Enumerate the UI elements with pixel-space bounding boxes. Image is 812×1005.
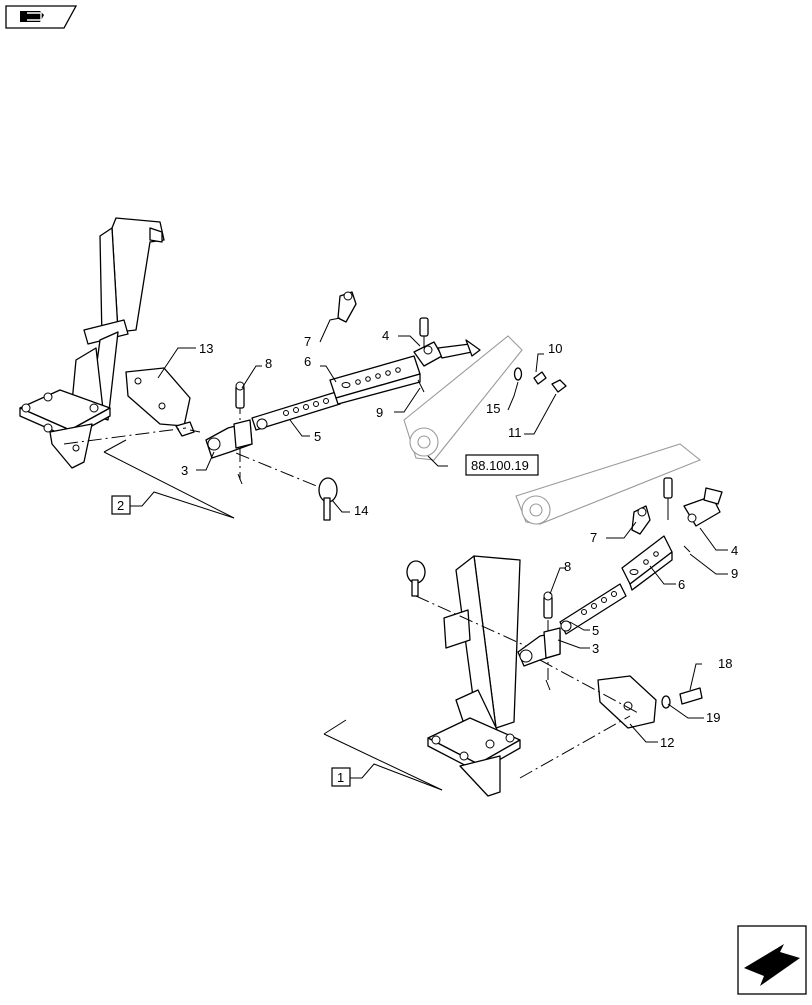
leader-9a <box>394 387 421 413</box>
leader-8b <box>549 567 566 595</box>
callout-9-lower: 9 <box>731 566 738 581</box>
leader-11 <box>524 393 557 435</box>
callout-1: 1 <box>337 770 344 785</box>
lower-part-3-yoke <box>517 627 561 667</box>
upper-part-7-lynch-pin <box>337 291 357 323</box>
leader-9b <box>689 553 728 575</box>
lower-part-4-clevis <box>663 477 723 527</box>
part-15-washer <box>513 367 523 381</box>
upper-pillar-bracket <box>19 217 165 469</box>
leader-12 <box>629 723 658 743</box>
lower-part-8-pin <box>543 591 553 619</box>
ref-line-1-stub <box>323 719 347 735</box>
upper-part-9-cotter <box>417 379 425 393</box>
callout-19: 19 <box>706 710 720 725</box>
lower-axis-line-bottom <box>519 715 631 779</box>
leader-88 <box>427 455 448 467</box>
ref-line-2-stub <box>103 439 127 453</box>
upper-part-3-yoke <box>205 419 253 459</box>
callout-3-upper: 3 <box>181 463 188 478</box>
upper-axis-line-left <box>63 427 187 445</box>
ref-line-1-bottom <box>323 733 443 791</box>
leader-3a <box>196 451 215 471</box>
lower-ring-pin <box>406 560 426 597</box>
leader-5b <box>569 621 590 631</box>
callout-5-lower: 5 <box>592 623 599 638</box>
upper-part-8-pin <box>235 381 245 409</box>
leader-4b <box>699 527 728 551</box>
callout-4-upper: 4 <box>382 328 389 343</box>
leader-5a <box>289 419 310 437</box>
leader-1 <box>350 763 443 791</box>
upper-part-5-tube <box>251 391 341 431</box>
lower-lift-arm-reference <box>515 443 702 525</box>
leader-3b <box>557 639 590 649</box>
callout-10: 10 <box>548 341 562 356</box>
upper-axis-line-right <box>213 443 337 495</box>
leader-8a <box>241 365 262 389</box>
leader-18 <box>689 663 702 691</box>
part-10-clip <box>533 371 547 385</box>
upper-cotter-pin <box>237 473 243 485</box>
leader-7a <box>319 317 341 343</box>
leader-19 <box>667 703 704 719</box>
lower-part-5-tube <box>559 583 627 635</box>
callout-14: 14 <box>354 503 368 518</box>
part-14-ring-pin <box>318 477 338 521</box>
callout-12: 12 <box>660 735 674 750</box>
callout-4-lower: 4 <box>731 543 738 558</box>
leader-4a <box>398 335 421 347</box>
callout-7-upper: 7 <box>304 334 311 349</box>
lower-axis-line-right <box>539 659 641 715</box>
ref-line-2-top <box>103 451 235 519</box>
lower-axis-line-left <box>415 595 527 647</box>
next-page-arrow-icon[interactable] <box>737 925 807 995</box>
leader-14 <box>331 499 350 513</box>
callout-6-lower: 6 <box>678 577 685 592</box>
leader-2 <box>130 491 235 519</box>
lower-cotter-pin <box>545 679 551 691</box>
part-19-washer <box>661 695 671 709</box>
reference-box[interactable] <box>465 454 539 476</box>
leader-7b <box>606 521 637 539</box>
leader-6a <box>320 365 337 383</box>
callout-2-box <box>111 495 131 515</box>
part-18-bolt <box>679 687 703 705</box>
part-11-nut <box>551 379 567 393</box>
part-12-mount-plate <box>597 675 657 729</box>
leader-6b <box>649 565 676 585</box>
lower-part-6-tube <box>621 535 673 591</box>
upper-lift-arm-reference <box>403 335 523 461</box>
leader-13 <box>157 347 196 379</box>
upper-part-4-clevis <box>413 317 481 367</box>
book-arrow-icon[interactable] <box>5 5 78 29</box>
part-13-mount-plate <box>125 367 201 437</box>
lower-pillar-bracket <box>427 555 521 797</box>
callout-7-lower: 7 <box>590 530 597 545</box>
callout-3-lower: 3 <box>592 641 599 656</box>
callout-5-upper: 5 <box>314 429 321 444</box>
callout-1-box <box>331 767 351 787</box>
lower-part-9-cotter <box>683 545 691 553</box>
lower-part-7-lynch-pin <box>631 505 651 535</box>
callout-11: 11 <box>508 425 522 440</box>
callout-13: 13 <box>199 341 213 356</box>
callout-18: 18 <box>718 656 732 671</box>
callout-8-lower: 8 <box>564 559 571 574</box>
callout-2: 2 <box>117 498 124 513</box>
callout-15: 15 <box>486 401 500 416</box>
callout-6-upper: 6 <box>304 354 311 369</box>
callout-9-upper: 9 <box>376 405 383 420</box>
leader-10 <box>535 353 544 373</box>
upper-part-6-tube <box>329 355 421 405</box>
leader-15 <box>507 381 519 411</box>
reference-label[interactable]: 88.100.19 <box>471 458 529 473</box>
callout-8-upper: 8 <box>265 356 272 371</box>
